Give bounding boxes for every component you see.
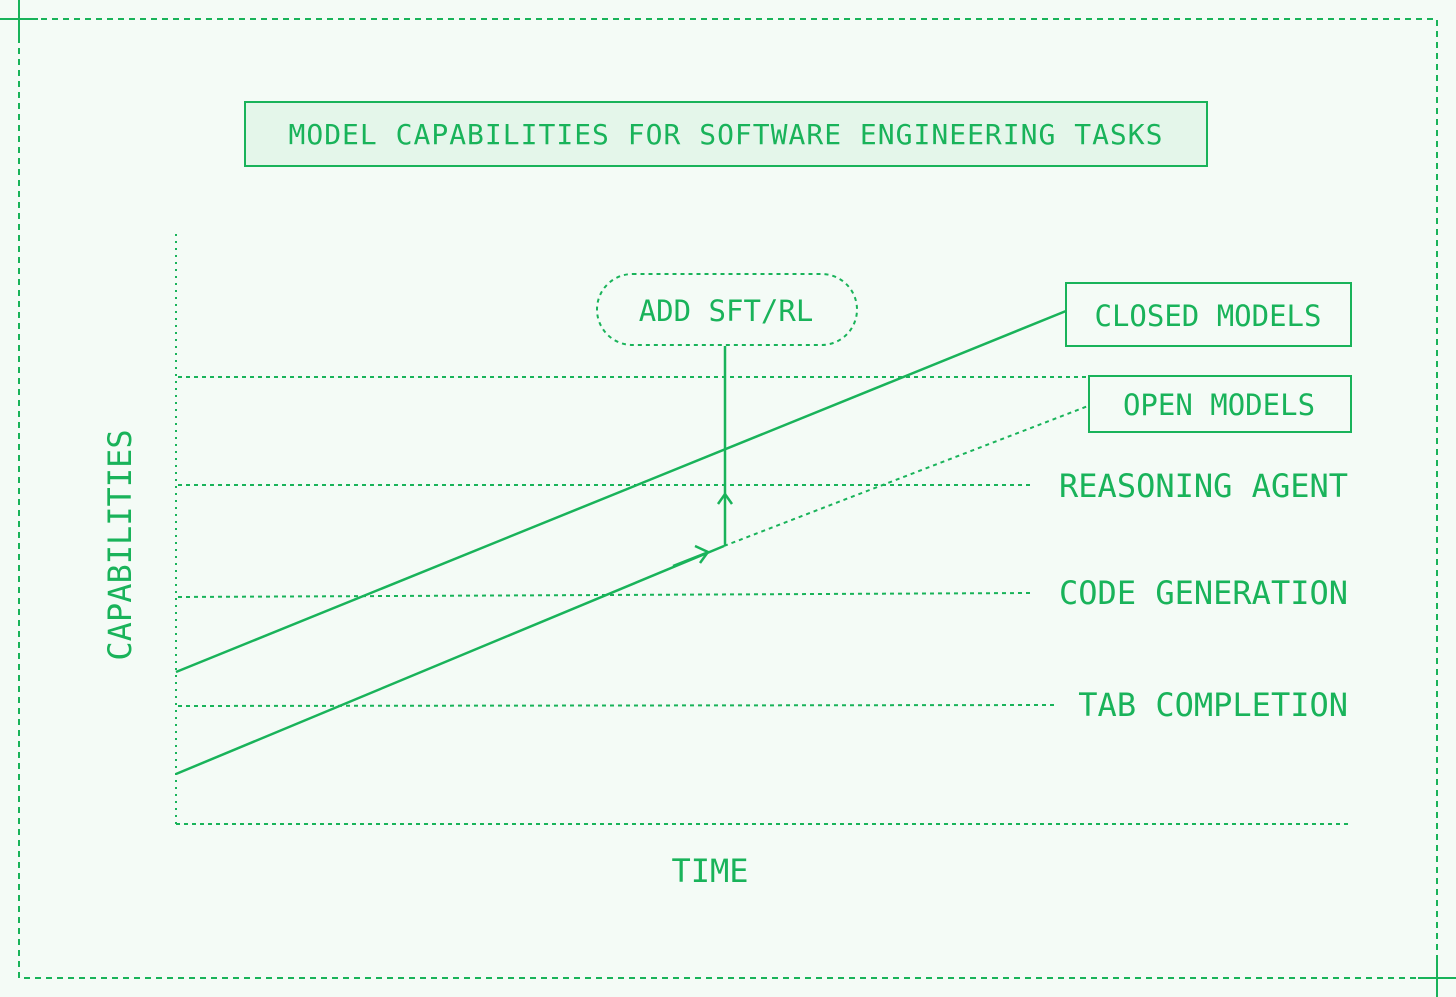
x-axis-label: TIME xyxy=(671,852,748,890)
legend-closed-label: CLOSED MODELS xyxy=(1095,299,1322,333)
tier-guide-tab-completion xyxy=(177,704,1056,707)
corner-crosshair-bottom-right xyxy=(1418,959,1456,997)
tier-label-code-generation: CODE GENERATION xyxy=(1059,574,1348,612)
open-models-arrow-icon xyxy=(672,544,710,568)
open-models-line xyxy=(175,544,725,776)
closed-models-line xyxy=(175,309,1067,674)
corner-crosshair-top-left xyxy=(0,0,38,38)
legend-open-models: OPEN MODELS xyxy=(1088,375,1352,433)
tier-label-reasoning-agent: REASONING AGENT xyxy=(1059,467,1348,505)
sft-rl-callout: ADD SFT/RL xyxy=(596,273,858,346)
diagram-title: MODEL CAPABILITIES FOR SOFTWARE ENGINEER… xyxy=(288,118,1163,151)
title-box: MODEL CAPABILITIES FOR SOFTWARE ENGINEER… xyxy=(244,101,1208,167)
outer-frame xyxy=(18,18,1438,979)
up-arrow-icon xyxy=(716,491,734,505)
open-models-projection xyxy=(723,405,1089,547)
callout-label: ADD SFT/RL xyxy=(639,294,814,328)
tier-label-tab-completion: TAB COMPLETION xyxy=(1078,686,1348,724)
legend-open-label: OPEN MODELS xyxy=(1123,388,1315,422)
y-axis-label: CAPABILITIES xyxy=(101,429,139,660)
legend-closed-models: CLOSED MODELS xyxy=(1065,282,1352,347)
